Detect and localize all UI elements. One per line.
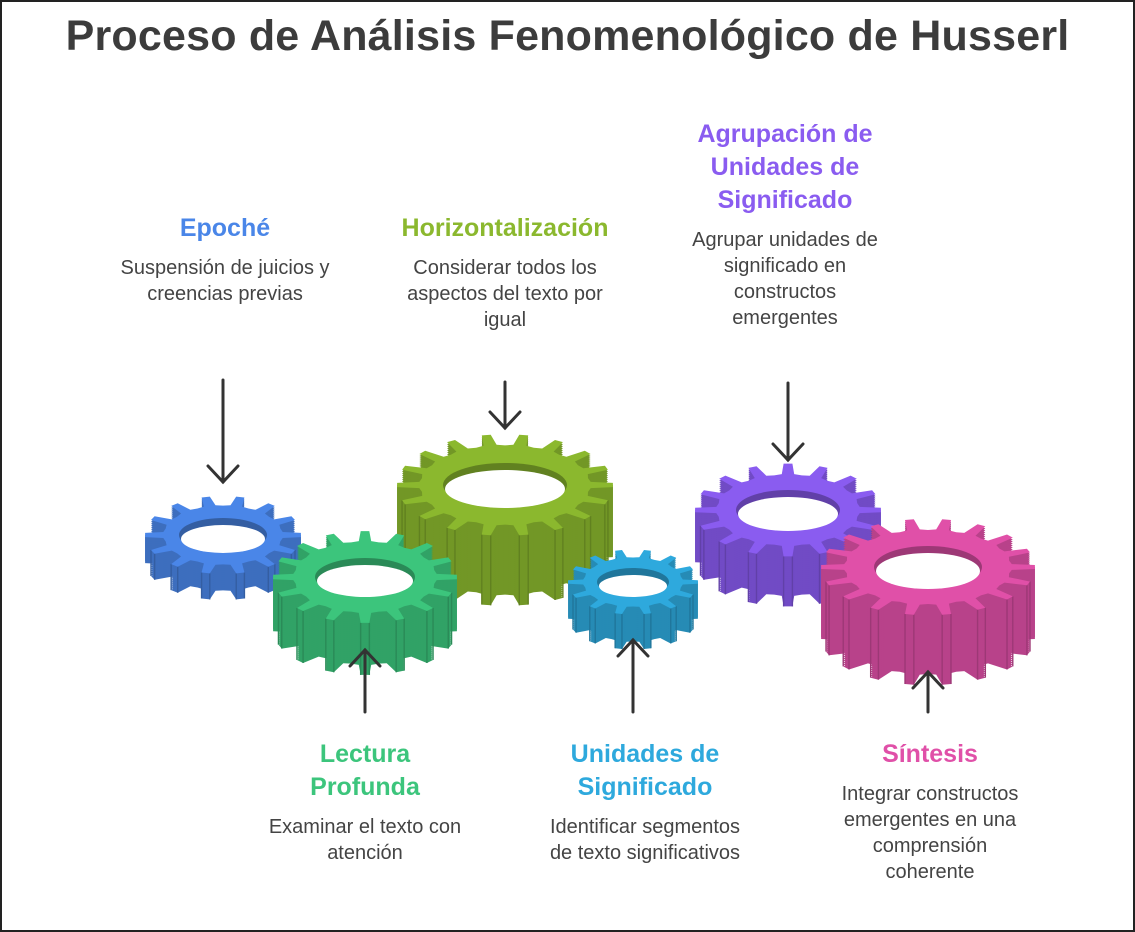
step-description: Agrupar unidades de significado en const… (692, 229, 878, 329)
step-agrupacion: Agrupación de Unidades de Significado Ag… (655, 118, 915, 331)
arrow-up-unidades-icon (616, 637, 650, 714)
step-description: Considerar todos los aspectos del texto … (407, 257, 603, 331)
arrow-up-sintesis-icon (911, 669, 945, 714)
step-epoche: Epoché Suspensión de juicios y creencias… (120, 212, 330, 307)
gear-icon-green (273, 531, 457, 675)
arrow-down-agrupacion-icon (771, 381, 805, 463)
step-sintesis: Síntesis Integrar constructos emergentes… (810, 738, 1050, 885)
step-description: Identificar segmentos de texto significa… (549, 816, 741, 864)
step-title: Horizontalización (401, 214, 609, 242)
step-title: Lectura Profunda (310, 740, 420, 801)
gear-icon-cyan (568, 550, 698, 650)
step-title: Unidades de Significado (570, 740, 720, 801)
step-unidades-significado: Unidades de Significado Identificar segm… (530, 738, 760, 866)
step-description: Examinar el texto con atención (268, 816, 462, 864)
step-description: Suspensión de juicios y creencias previa… (120, 257, 330, 305)
step-lectura-profunda: Lectura Profunda Examinar el texto con a… (250, 738, 480, 866)
step-title: Epoché (179, 214, 271, 242)
gear-icon-pink (821, 519, 1035, 685)
step-description: Integrar constructos emergentes en una c… (841, 783, 1019, 883)
step-title: Agrupación de Unidades de Significado (697, 120, 873, 214)
gear-icon-blue (145, 496, 301, 600)
arrow-down-horizontalizacion-icon (488, 380, 522, 431)
step-horizontalizacion: Horizontalización Considerar todos los a… (385, 212, 625, 333)
step-title: Síntesis (882, 740, 978, 768)
arrow-up-lectura-icon (348, 647, 382, 714)
arrow-down-epoche-icon (206, 378, 240, 485)
page-title: Proceso de Análisis Fenomenológico de Hu… (65, 12, 1070, 60)
